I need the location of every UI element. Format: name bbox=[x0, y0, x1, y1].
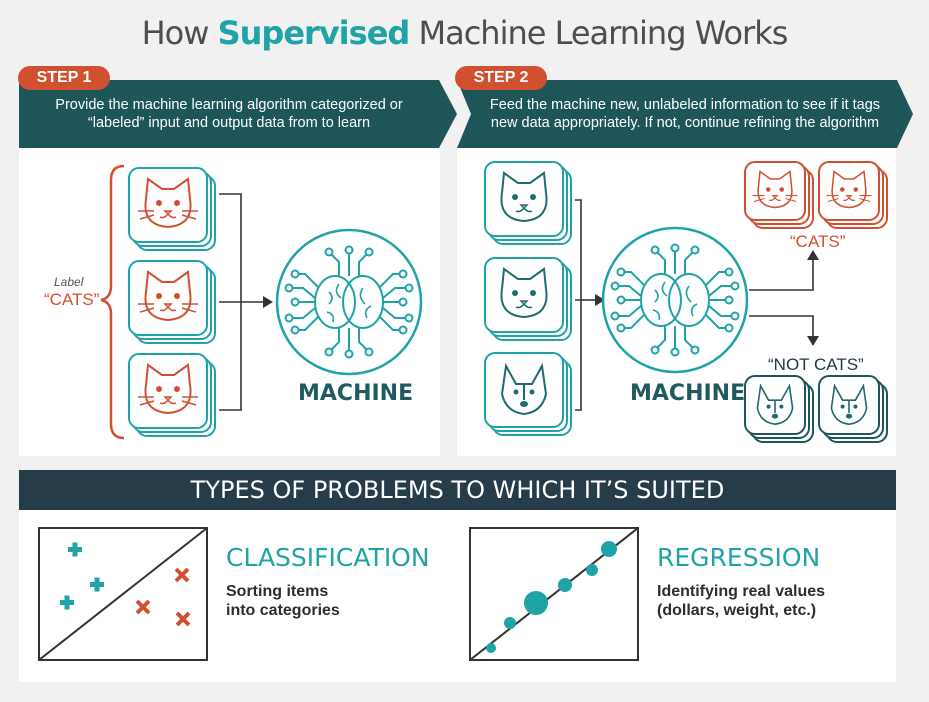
regression-desc: Identifying real values (dollars, weight… bbox=[657, 582, 825, 620]
step1-description: Provide the machine learning algorithm c… bbox=[24, 96, 434, 132]
step2-machine-label: MACHINE bbox=[630, 381, 746, 406]
classification-desc-line2: into categories bbox=[226, 602, 340, 619]
step1-line1: Provide the machine learning algorithm c… bbox=[55, 97, 403, 113]
step1-diagram bbox=[100, 164, 423, 440]
step1-banner bbox=[19, 80, 457, 148]
step2-diagram bbox=[484, 161, 888, 443]
step1-machine-label: MACHINE bbox=[298, 381, 414, 406]
regression-title: REGRESSION bbox=[657, 543, 821, 572]
step2-banner bbox=[457, 80, 913, 148]
classification-title: CLASSIFICATION bbox=[226, 543, 430, 572]
label-word: Label bbox=[54, 275, 84, 289]
classification-desc-line1: Sorting items bbox=[226, 583, 329, 600]
regression-desc-line2: (dollars, weight, etc.) bbox=[657, 602, 817, 619]
regression-graphic bbox=[469, 527, 639, 661]
output-cats-label: “CATS” bbox=[790, 232, 846, 251]
page-title: How Supervised Machine Learning Works bbox=[0, 14, 929, 52]
types-header: TYPES OF PROBLEMS TO WHICH IT’S SUITED bbox=[19, 470, 896, 510]
step1-tag: STEP 1 bbox=[18, 66, 110, 90]
label-value: “CATS” bbox=[44, 290, 100, 309]
step2-tag: STEP 2 bbox=[455, 66, 547, 90]
classification-desc: Sorting items into categories bbox=[226, 582, 340, 620]
step2-line1: Feed the machine new, unlabeled informat… bbox=[489, 97, 881, 113]
output-not-cats-label: “NOT CATS” bbox=[768, 355, 864, 374]
title-prefix: How bbox=[141, 14, 210, 52]
step2-line2: new data appropriately. If not, continue… bbox=[490, 115, 880, 131]
step1-line2: “labeled” input and output data from to … bbox=[87, 115, 371, 131]
title-suffix: Machine Learning Works bbox=[418, 14, 788, 52]
classification-graphic bbox=[38, 527, 208, 661]
regression-desc-line1: Identifying real values bbox=[657, 583, 826, 600]
step2-description: Feed the machine new, unlabeled informat… bbox=[470, 96, 900, 132]
title-highlight: Supervised bbox=[217, 14, 411, 52]
